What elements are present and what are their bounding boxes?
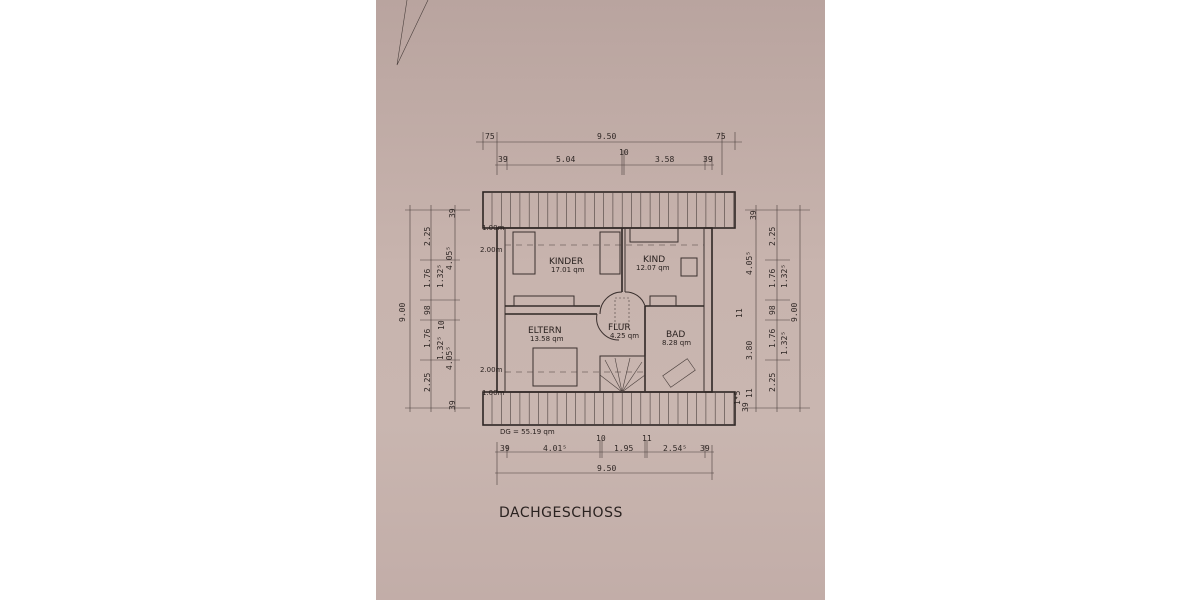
dim-text: 9.50 [597,132,616,141]
dim-text: 10 [619,148,629,157]
right-dimensions: 4.05⁵ 11 3.80 1⁴5 11 39 39 2.25 1.76 98 … [733,205,810,412]
bottom-dimensions: DG = 55.19 qm 39 4.01⁵ 10 1.95 11 2.54⁵ … [495,428,714,485]
dim-text: 1.32⁵ [436,336,445,360]
room-name: KIND [643,255,665,265]
height-mark: 2.00m [480,366,503,374]
dim-text: 75 [716,132,726,141]
dim-text: 4.05⁵ [445,246,454,270]
room-area: 4.25 qm [610,332,639,340]
dim-text: 3.80 [745,341,754,360]
pencil-mark [396,0,429,66]
dim-text: 39 [700,444,710,453]
dim-text: 3.58 [655,155,674,164]
dim-text: 10 [437,320,446,330]
roof-bottom [482,391,736,426]
dim-text: 39 [703,155,713,164]
plan-title: DACHGESCHOSS [499,505,623,521]
dim-text: 39 [448,208,457,218]
height-mark: 2.00m [480,246,503,254]
dim-text: 2.25 [423,373,432,392]
dim-text: 1⁴5 [733,390,742,405]
room-name: ELTERN [528,326,562,336]
height-mark: 1.00m [482,389,505,397]
room-labels: KINDER 17.01 qm KIND 12.07 qm ELTERN 13.… [480,224,691,397]
dim-text: 75 [485,132,495,141]
dim-text: 4.05⁵ [445,346,454,370]
dim-text: 39 [500,444,510,453]
roof-top [482,191,736,229]
dim-text: 5.04 [556,155,575,164]
dim-text: 10 [596,434,606,443]
room-name: BAD [666,330,685,340]
height-mark: 1.00m [482,224,505,232]
total-area: DG = 55.19 qm [500,428,555,436]
dim-text: 1.76 [768,269,777,288]
dim-text: 1.76 [768,329,777,348]
dim-text: 11 [745,388,754,398]
dim-text: 9.00 [398,303,407,322]
dim-text: 2.25 [768,227,777,246]
dim-text: 98 [423,305,432,315]
dim-text: 1.32⁵ [780,331,789,355]
dim-text: 1.32⁵ [436,264,445,288]
dim-text: 2.25 [768,373,777,392]
dim-text: 4.01⁵ [543,444,567,453]
dim-text: 39 [749,210,758,220]
dim-text: 1.76 [423,329,432,348]
dim-text: 4.05⁵ [745,251,754,275]
room-name: KINDER [549,257,583,267]
walls [496,227,713,393]
dim-text: 98 [768,305,777,315]
dim-text: 2.54⁵ [663,444,687,453]
room-area: 12.07 qm [636,264,670,272]
room-area: 8.28 qm [662,339,691,347]
top-dimensions: 75 9.50 75 39 5.04 10 3.58 39 [476,132,742,175]
room-name: FLUR [608,323,631,333]
room-area: 17.01 qm [551,266,585,274]
dim-text: 39 [498,155,508,164]
dim-text: 1.76 [423,269,432,288]
left-dimensions: 9.00 2.25 1.76 98 1.76 2.25 1.32⁵ 1.32⁵ … [398,205,470,412]
dim-text: 39 [741,402,750,412]
dim-text: 9.50 [597,464,616,473]
dim-text: 11 [642,434,652,443]
dim-text: 39 [448,400,457,410]
dim-text: 1.32⁵ [780,264,789,288]
dim-text: 2.25 [423,227,432,246]
room-area: 13.58 qm [530,335,564,343]
dim-text: 9.00 [790,303,799,322]
dim-text: 11 [735,308,744,318]
dim-text: 1.95 [614,444,633,453]
